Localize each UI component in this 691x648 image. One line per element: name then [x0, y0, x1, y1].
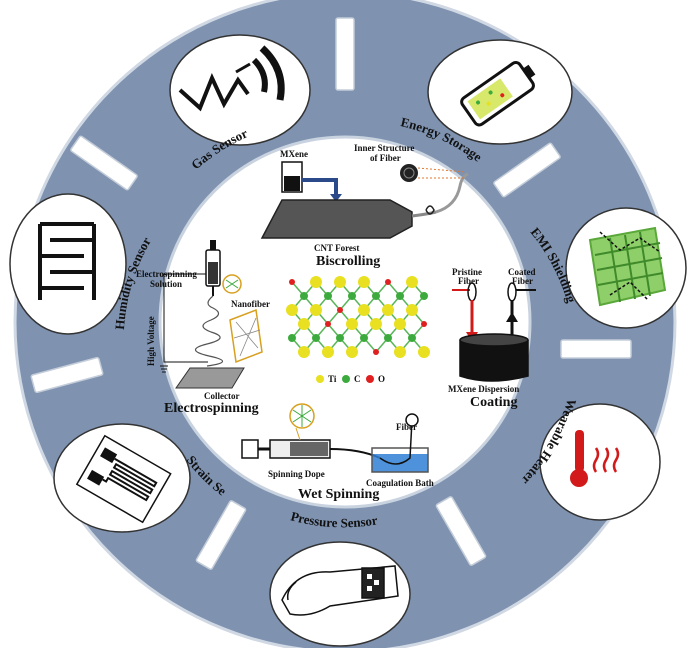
electrospinning-solution-label: Electrospinning [136, 269, 197, 279]
energy-storage-panel [427, 39, 573, 145]
spinning-dope-label: Spinning Dope [268, 469, 325, 479]
thermometer-icon [570, 430, 620, 487]
lattice-atom [420, 292, 428, 300]
humidity-comb-icon [38, 222, 96, 300]
separator-left-upper [70, 135, 138, 191]
pristine-fiber-label: Pristine [452, 267, 482, 277]
lattice-atom [406, 304, 418, 316]
lattice-atom [348, 292, 356, 300]
separator-bottom-right [435, 496, 487, 566]
humidity-sensor-panel [9, 193, 127, 335]
pristine-fiber-label-2: Fiber [458, 276, 479, 286]
lattice-atom [396, 292, 404, 300]
biscrolling-title: Biscrolling [316, 254, 380, 269]
cnt-forest-label: CNT Forest [314, 243, 359, 253]
coated-fiber-label: Coated [508, 267, 536, 277]
lattice-atom [337, 307, 343, 313]
electrospinning-solution-label-2: Solution [150, 279, 182, 289]
lattice-atom [370, 318, 382, 330]
lattice-atom [300, 292, 308, 300]
mxene-crystal-structure [286, 276, 430, 358]
atom-legend: Ti C O [316, 374, 385, 384]
coating-title: Coating [470, 395, 517, 410]
separator-bottom-left [195, 500, 247, 570]
lattice-atom [334, 276, 346, 288]
legend-ti-label: Ti [328, 374, 337, 384]
lattice-atom [382, 304, 394, 316]
lattice-atom [336, 334, 344, 342]
of-fiber-label: of Fiber [370, 153, 401, 163]
lattice-atom [358, 276, 370, 288]
biscrolling-diagram [260, 161, 469, 239]
lattice-atom [286, 304, 298, 316]
lattice-atom [310, 276, 322, 288]
coating-diagram [452, 282, 536, 382]
lattice-atom [312, 334, 320, 342]
wet-spinning-diagram [241, 403, 429, 473]
separator-top [335, 17, 355, 91]
lattice-atom [372, 292, 380, 300]
nanofiber-label: Nanofiber [231, 299, 270, 309]
battery-icon [460, 61, 536, 127]
inner-structure-label: Inner Structure [354, 143, 414, 153]
lattice-atom [385, 279, 391, 285]
wearable-heater-panel [539, 403, 661, 521]
strain-sensor-panel [53, 423, 191, 533]
lattice-atom [394, 346, 406, 358]
lattice-atom [358, 304, 370, 316]
emi-shielding-panel [565, 207, 687, 329]
lattice-atom [310, 304, 322, 316]
lattice-atom [298, 318, 310, 330]
lattice-atom [418, 346, 430, 358]
mxene-dispersion-label: MXene Dispersion [448, 384, 519, 394]
high-voltage-label: High Voltage [146, 316, 156, 366]
collector-label: Collector [204, 391, 239, 401]
lattice-atom [408, 334, 416, 342]
legend-c-label: C [354, 374, 361, 384]
lattice-atom [373, 349, 379, 355]
lattice-atom [394, 318, 406, 330]
lattice-atom [406, 276, 418, 288]
legend-ti-dot [316, 375, 324, 383]
coagulation-bath-label: Coagulation Bath [366, 478, 434, 488]
wet-spinning-title: Wet Spinning [298, 487, 379, 502]
fiber-label: Fiber [396, 422, 417, 432]
legend-c-dot [342, 375, 350, 383]
electrospinning-title: Electrospinning [164, 401, 259, 416]
electrospinning-diagram [160, 240, 263, 389]
ring-separators [30, 17, 632, 570]
wrist-sensor-icon [281, 565, 399, 616]
legend-o-label: O [378, 374, 385, 384]
gas-sensor-icon [178, 45, 285, 112]
pressure-sensor-panel [269, 541, 411, 647]
lattice-atom [298, 346, 310, 358]
mxene-label: MXene [280, 149, 308, 159]
separator-right [560, 339, 632, 359]
lattice-atom [360, 334, 368, 342]
lattice-atom [322, 346, 334, 358]
lattice-bond [327, 309, 341, 325]
lattice-atom [289, 279, 295, 285]
lattice-atom [421, 321, 427, 327]
lattice-atom [288, 334, 296, 342]
separator-top-right [493, 142, 561, 198]
emi-mesh-icon [588, 226, 667, 307]
lattice-atom [346, 346, 358, 358]
coated-fiber-label-2: Fiber [512, 276, 533, 286]
separator-left-lower [30, 356, 104, 394]
lattice-atom [346, 318, 358, 330]
lattice-atom [324, 292, 332, 300]
lattice-atom [325, 321, 331, 327]
legend-o-dot [366, 375, 374, 383]
gas-sensor-panel [169, 34, 311, 146]
strain-gauge-icon [75, 434, 172, 524]
lattice-atom [384, 334, 392, 342]
